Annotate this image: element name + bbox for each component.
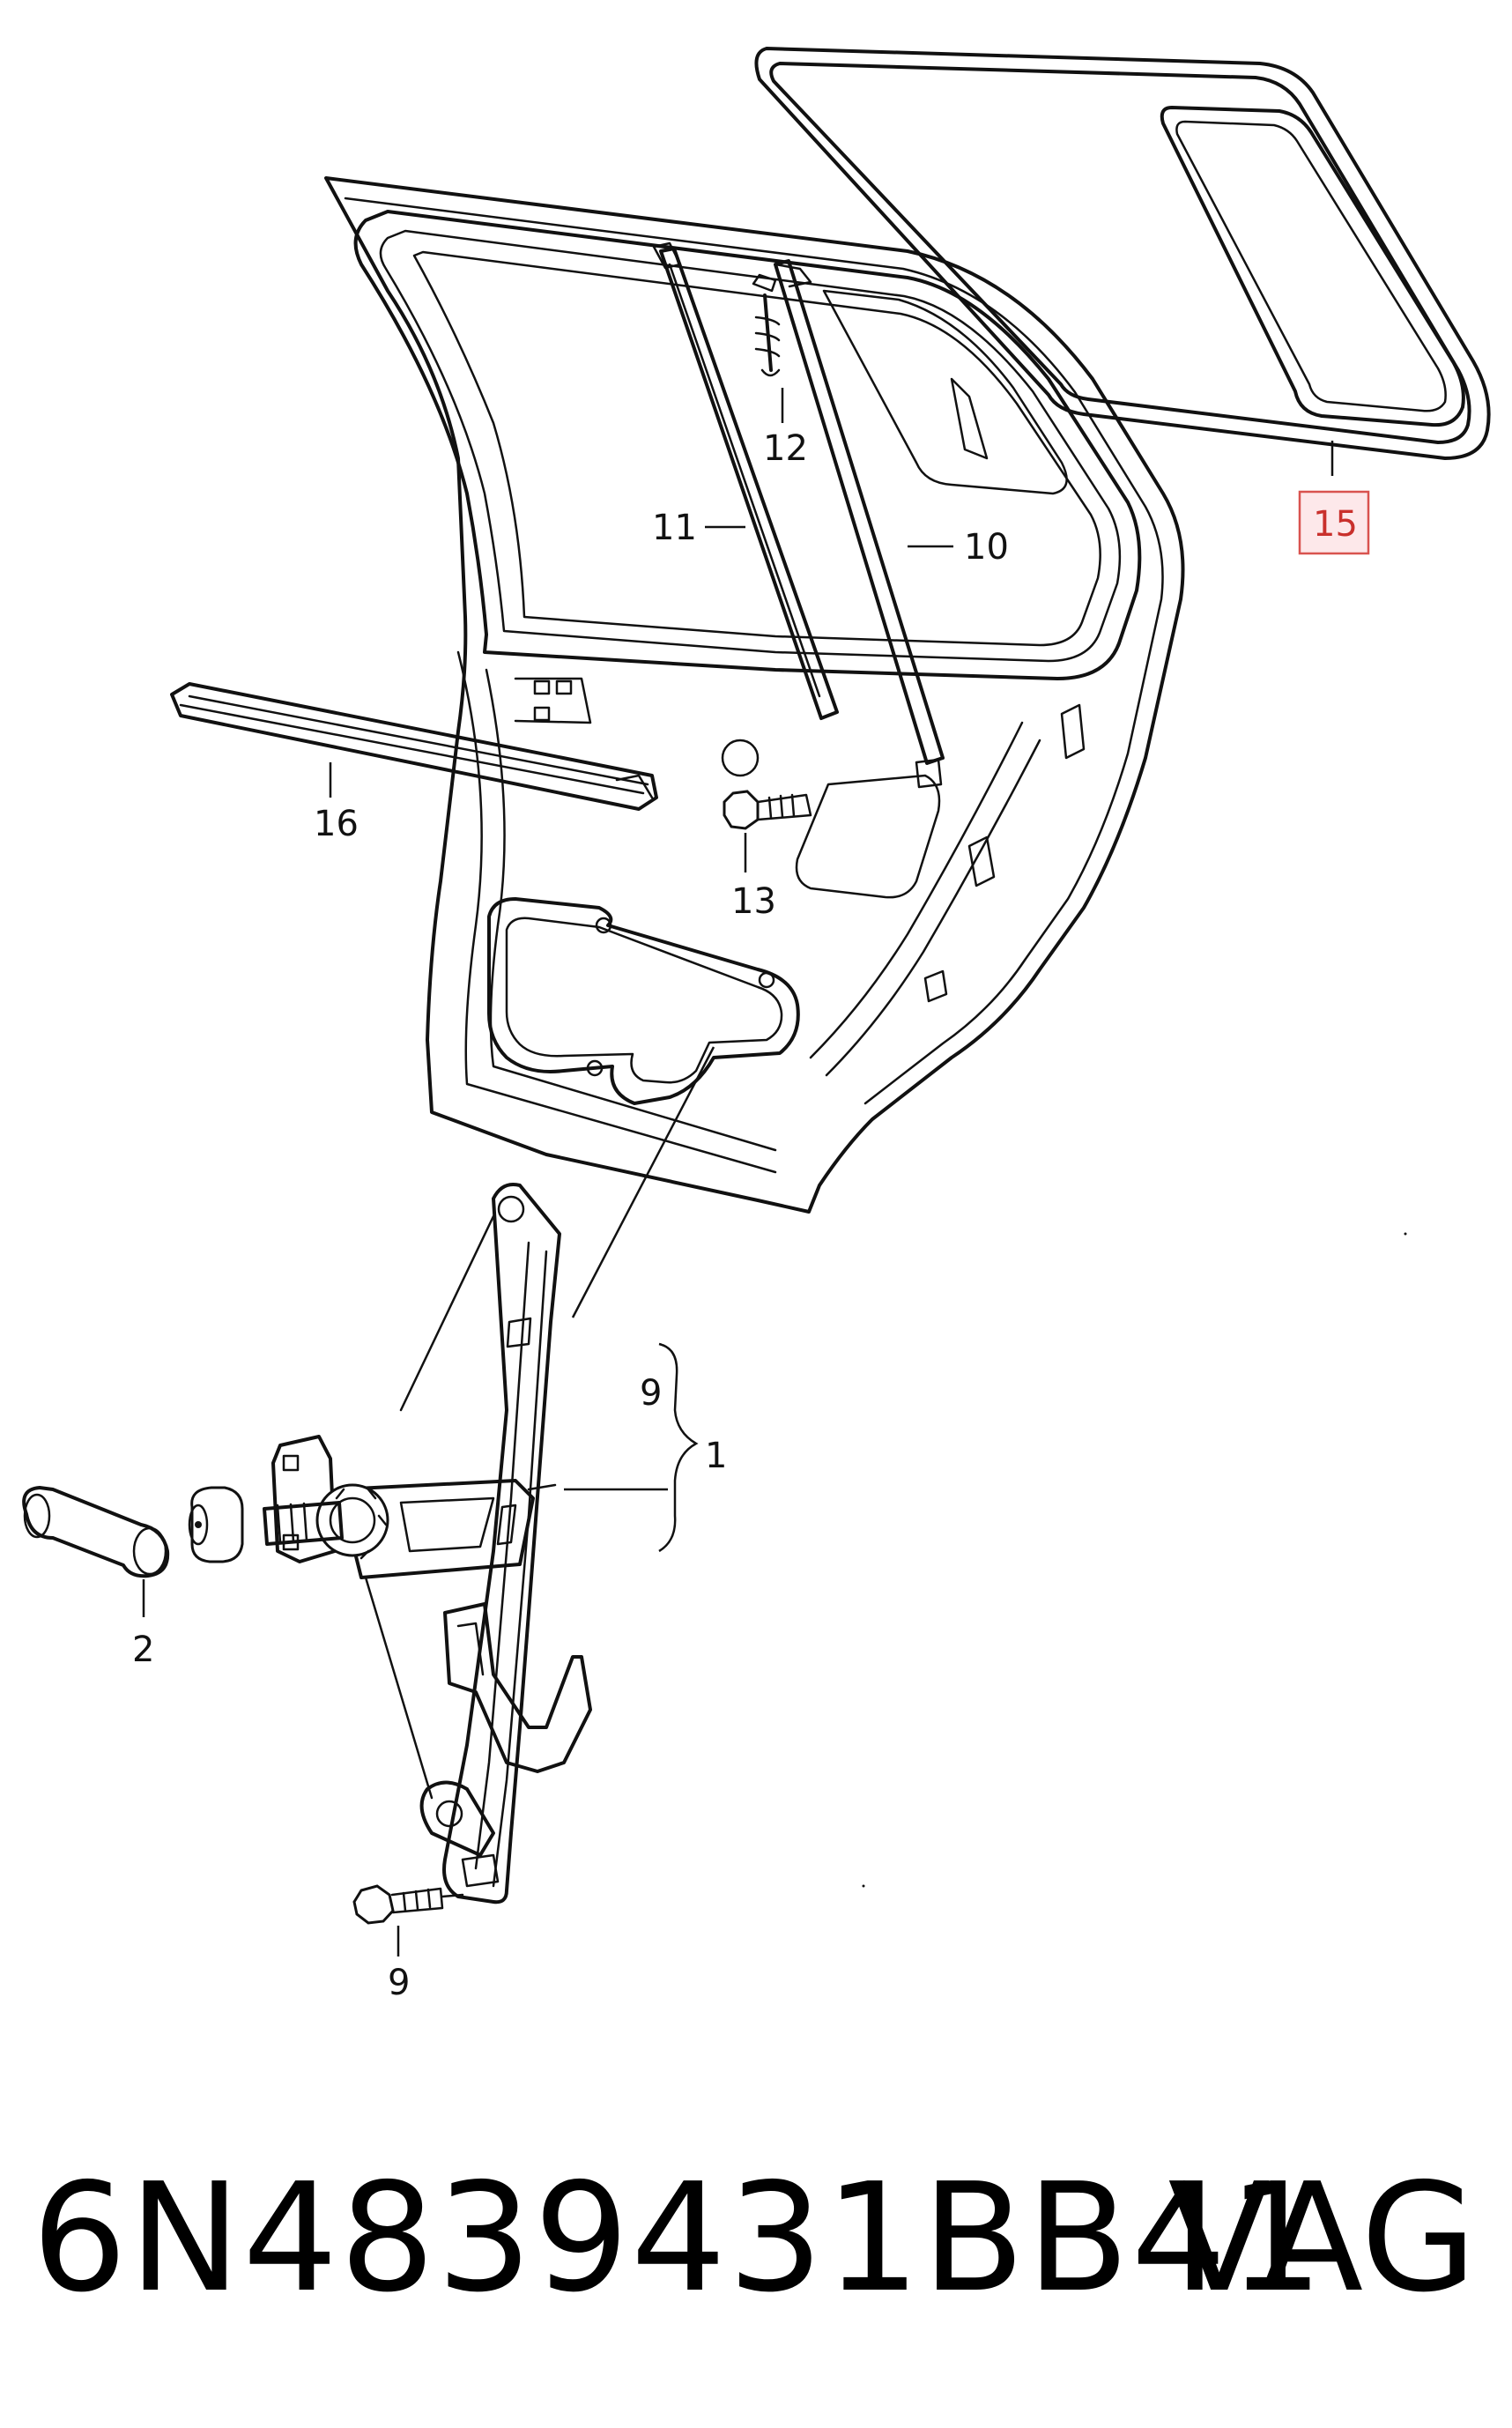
window-regulator [263, 1183, 592, 1905]
clip-part-12 [752, 273, 781, 377]
part-number-footer: 6N4839431BB41 VAG [0, 2150, 1512, 2327]
speck [862, 1884, 865, 1888]
part-number: 6N4839431BB41 [32, 2151, 1326, 2326]
regulator-washer [188, 1486, 244, 1563]
window-seal-strip [170, 682, 658, 811]
callout-11: 11 [652, 508, 697, 548]
quarter-window-glass [754, 47, 1491, 460]
door-shell [324, 176, 1185, 1214]
callout-9-bottom: 9 [388, 1963, 410, 2003]
callout-2: 2 [132, 1630, 154, 1670]
window-guide-rails [652, 241, 945, 789]
callout-9-top: 9 [640, 1373, 662, 1414]
callout-13: 13 [731, 881, 776, 922]
callout-1: 1 [705, 1436, 727, 1476]
callout-15-highlight-box [1298, 490, 1370, 555]
brand-name: VAG [1167, 2151, 1477, 2326]
bolt-part-13 [723, 790, 812, 830]
callout-16: 16 [314, 804, 359, 844]
callout-12: 12 [763, 428, 808, 469]
leader-lines [142, 388, 1334, 1957]
bolt-part-9 [352, 1884, 464, 1925]
speck [1404, 1232, 1407, 1236]
window-crank-handle [22, 1486, 170, 1578]
callout-15: 15 [1313, 504, 1358, 545]
callout-labels: 15 10 11 12 16 13 9 1 2 9 [132, 428, 1370, 2003]
callout-10: 10 [964, 527, 1009, 568]
